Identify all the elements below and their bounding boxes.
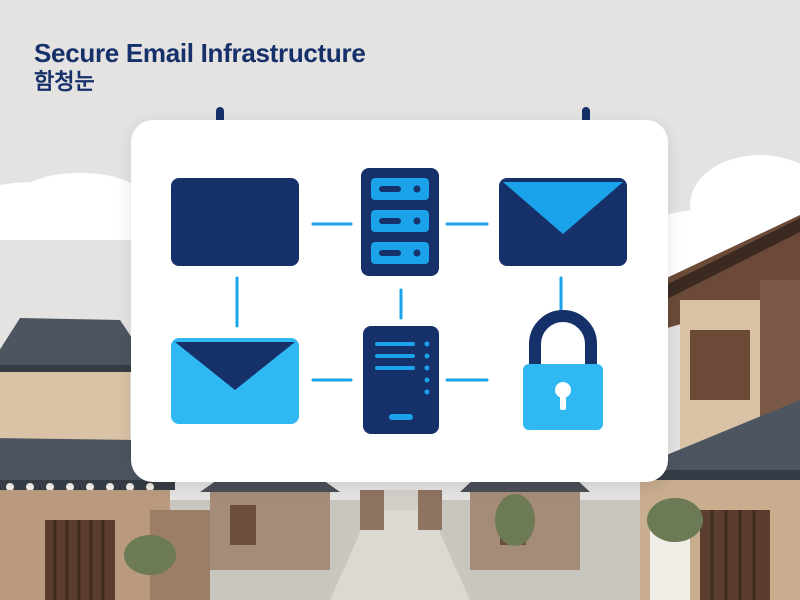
envelope-open-icon bbox=[499, 178, 627, 266]
right-houses bbox=[124, 215, 800, 600]
hanger-hook-right bbox=[582, 107, 590, 121]
padlock-icon bbox=[523, 310, 603, 430]
page-subtitle: 함청눈 bbox=[34, 70, 95, 95]
page-title: Secure Email Infrastructure bbox=[34, 38, 366, 68]
left-houses bbox=[0, 318, 210, 600]
title-block: Secure Email Infrastructure 함청눈 bbox=[34, 38, 366, 98]
road bbox=[330, 510, 470, 600]
mail-closed-icon bbox=[171, 178, 299, 266]
server-stack-icon bbox=[361, 168, 439, 276]
hanger-hook-left bbox=[216, 107, 224, 121]
email-infrastructure-diagram bbox=[171, 168, 627, 434]
server-tower-icon bbox=[363, 326, 439, 434]
cloud-left bbox=[0, 173, 140, 240]
envelope-icon bbox=[171, 338, 299, 424]
